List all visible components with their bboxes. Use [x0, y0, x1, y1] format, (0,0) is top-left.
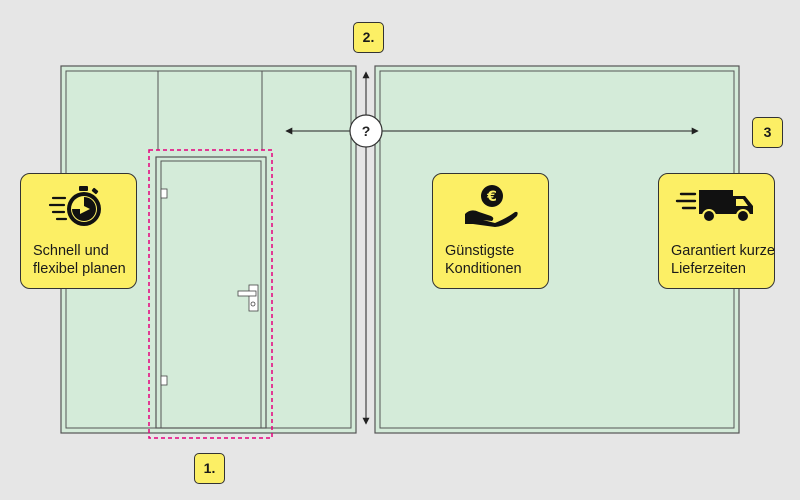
card-delivery-label: Garantiert kurze Lieferzeiten: [671, 242, 775, 278]
door: [148, 149, 273, 439]
svg-text:€: €: [486, 189, 497, 205]
badge-right: 3: [752, 117, 783, 148]
stopwatch-icon: [21, 184, 136, 228]
door-handle-icon: [237, 284, 259, 312]
card-delivery-line-1: Garantiert kurze: [671, 243, 775, 259]
unknown-size-marker: ?: [349, 114, 383, 148]
unknown-size-symbol: ?: [362, 123, 371, 139]
card-delivery: Garantiert kurze Lieferzeiten: [658, 173, 775, 289]
hinge-top-icon: [160, 188, 168, 199]
delivery-truck-icon: [659, 184, 774, 228]
card-planning: Schnell und flexibel planen: [20, 173, 137, 289]
badge-door: 1.: [194, 453, 225, 484]
card-planning-line-2: flexibel planen: [33, 261, 126, 277]
badge-gap: 2.: [353, 22, 384, 53]
unknown-size-circle: [349, 114, 383, 148]
card-price-label: Günstigste Konditionen: [445, 242, 542, 278]
card-price-line-1: Günstigste: [445, 243, 515, 259]
euro-hand-icon: €: [433, 184, 548, 228]
door-selection-outline: [148, 149, 273, 439]
hinge-bottom-icon: [160, 375, 168, 386]
card-planning-line-1: Schnell und: [33, 243, 109, 259]
card-price: € Günstigste Konditionen: [432, 173, 549, 289]
card-price-line-2: Konditionen: [445, 261, 522, 277]
door-leaf: [160, 160, 262, 429]
card-delivery-line-2: Lieferzeiten: [671, 261, 746, 277]
card-planning-label: Schnell und flexibel planen: [33, 242, 130, 278]
